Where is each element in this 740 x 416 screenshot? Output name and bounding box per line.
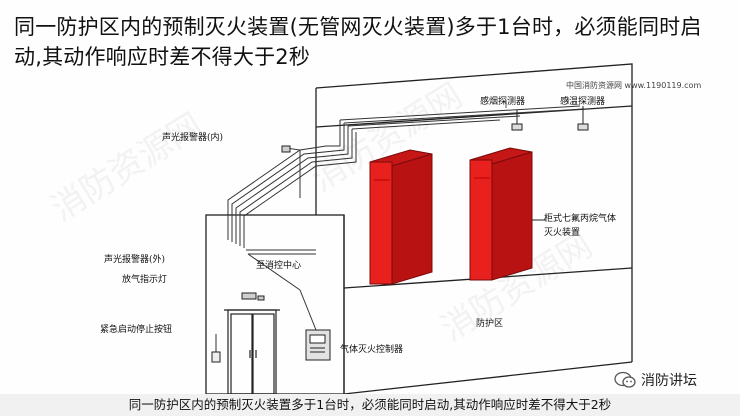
label-emergency-button: 紧急启动停止按钮: [100, 325, 173, 335]
label-protection-zone: 防护区: [476, 319, 504, 329]
site-mark: 中国消防资源网 www.1190119.com: [566, 81, 702, 90]
label-gas-controller: 气体灭火控制器: [340, 345, 404, 355]
brand-name: 消防讲坛: [641, 373, 697, 389]
emergency-button-icon: [211, 351, 221, 363]
brand: 消防讲坛: [614, 370, 697, 390]
extinguisher-cabinet-right: [469, 147, 533, 281]
slide-title: 同一防护区内的预制灭火装置(无管网灭火装置)多于1台时，必须能同时启动,其动作响…: [14, 15, 702, 69]
label-alarm-outer: 声光报警器(外): [104, 255, 166, 265]
extinguisher-cabinet-left: [369, 149, 433, 285]
indicator-lamp-icon: [257, 295, 265, 301]
label-cabinet-device: 柜式七氟丙烷气体灭火装置: [544, 214, 617, 238]
label-alarm-inner: 声光报警器(内): [162, 133, 224, 143]
wechat-icon: [614, 371, 636, 388]
alarm-outer-icon: [241, 292, 257, 300]
label-control-center: 至消控中心: [256, 261, 302, 271]
smoke-detector-icon: [511, 123, 523, 131]
label-discharge-indicator: 放气指示灯: [122, 275, 168, 285]
alarm-inner-icon: [281, 145, 291, 153]
door: [224, 309, 280, 395]
caption-bar: 同一防护区内的预制灭火装置多于1台时，必须能同时启动,其动作响应时差不得大于2秒: [0, 394, 740, 416]
gas-controller-icon: [305, 329, 331, 361]
label-smoke-detector: 感烟探测器: [480, 97, 526, 107]
label-heat-detector: 感温探测器: [560, 97, 606, 107]
heat-detector-icon: [577, 123, 589, 131]
